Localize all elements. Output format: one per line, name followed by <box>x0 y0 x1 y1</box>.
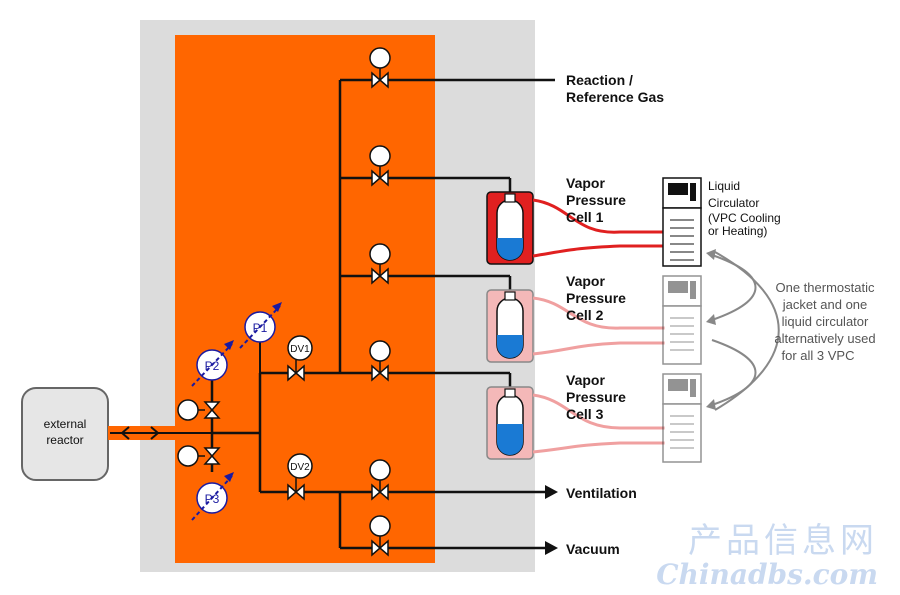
dv1-valve <box>287 335 313 382</box>
pressure-gauge-p3 <box>191 472 234 521</box>
vpc3-label-3: Cell 3 <box>566 406 604 422</box>
p3-label: P3 <box>205 492 220 506</box>
vpc1-label-2: Pressure <box>566 192 626 208</box>
reaction-gas-label-2: Reference Gas <box>566 89 664 105</box>
note-line-3: liquid circulator <box>782 314 869 329</box>
liquid-circulator-3 <box>662 373 702 463</box>
circulator-hoses <box>532 198 665 454</box>
double-arrow-icon <box>121 426 159 440</box>
note-line-5: for all 3 VPC <box>782 348 855 363</box>
reaction-gas-label-1: Reaction / <box>566 72 633 88</box>
dv2-label: DV2 <box>290 462 310 473</box>
vacuum-arrow-icon <box>545 541 558 555</box>
vacuum-label: Vacuum <box>566 541 620 557</box>
vpc1-label-3: Cell 1 <box>566 209 604 225</box>
vpc2-label-1: Vapor <box>566 273 605 289</box>
note-line-2: jacket and one <box>782 297 868 312</box>
vapor-pressure-cell-2 <box>486 289 534 363</box>
vpc2-label-3: Cell 2 <box>566 307 604 323</box>
liquid-circulator-2 <box>662 275 702 365</box>
dv1-label: DV1 <box>290 344 310 355</box>
vpc2-label-2: Pressure <box>566 290 626 306</box>
ventilation-label: Ventilation <box>566 485 637 501</box>
p1-label: P1 <box>253 321 268 335</box>
circulator-label-4: or Heating) <box>708 224 767 238</box>
note-line-1: One thermostatic <box>776 280 875 295</box>
vapor-pressure-cell-3 <box>486 386 534 460</box>
liquid-circulator-1 <box>662 177 702 267</box>
vpc3-label-2: Pressure <box>566 389 626 405</box>
ventilation-arrow-icon <box>545 485 558 499</box>
alternation-arrowheads <box>706 249 716 410</box>
dv2-valve <box>287 453 313 501</box>
pressure-gauge-p2 <box>191 340 234 387</box>
pressure-gauge-p1 <box>239 302 282 373</box>
vpc3-label-1: Vapor <box>566 372 605 388</box>
watermark-url: Chinadbs.com <box>656 558 878 591</box>
watermark-chinese: 产品信息网 <box>688 521 878 561</box>
external-reactor-label-2: reactor <box>46 433 83 447</box>
p2-label: P2 <box>205 359 220 373</box>
circulator-label-3: (VPC Cooling <box>708 211 781 225</box>
circulator-label-1: Liquid <box>708 179 740 193</box>
vpc1-label-1: Vapor <box>566 175 605 191</box>
alternation-arrows <box>711 251 780 411</box>
note-line-4: alternatively used <box>774 331 875 346</box>
external-reactor-label-1: external <box>44 417 87 431</box>
inlet-valve-upper <box>177 399 220 421</box>
vapor-pressure-cell-1 <box>486 191 534 265</box>
circulator-label-2: Circulator <box>708 196 759 210</box>
inlet-valve-lower <box>177 445 220 467</box>
